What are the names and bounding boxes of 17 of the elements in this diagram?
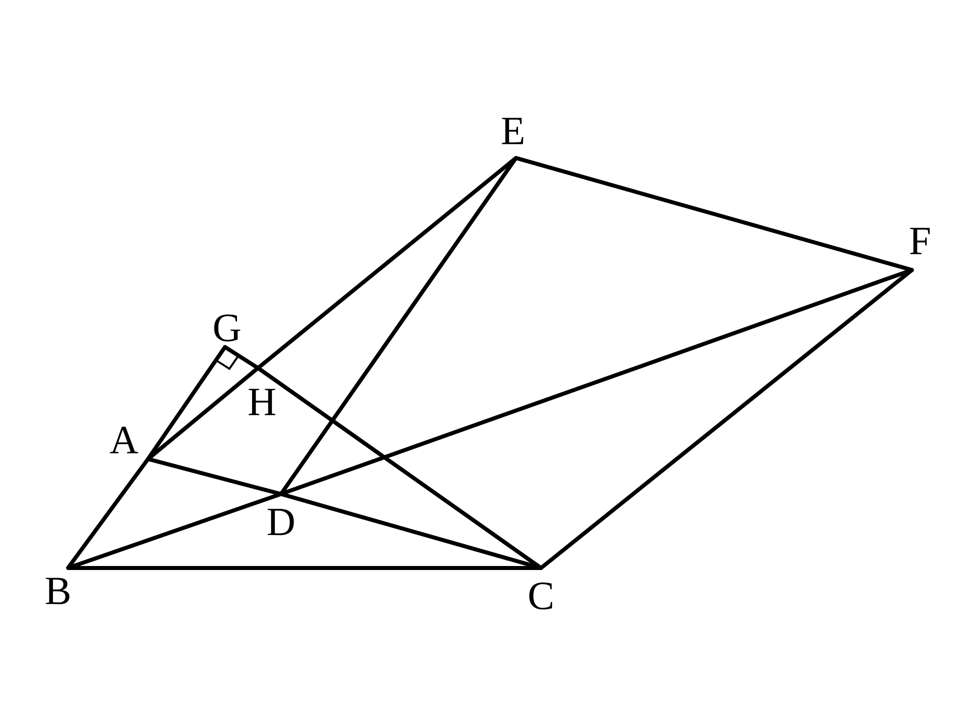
point-label: B xyxy=(46,578,70,604)
point-label: G xyxy=(214,314,240,342)
line-segment xyxy=(146,457,283,496)
point-label: D xyxy=(268,508,294,536)
point-label: C xyxy=(529,582,552,610)
line-segment xyxy=(539,268,914,570)
line-segment xyxy=(66,566,543,570)
line-segment xyxy=(66,492,283,570)
point-label: A xyxy=(110,426,138,454)
line-segment xyxy=(514,156,914,272)
line-segment xyxy=(146,345,227,461)
point-label: H xyxy=(248,388,276,416)
line-segment xyxy=(223,345,260,370)
point-label: E xyxy=(502,118,524,144)
point-label: F xyxy=(910,228,930,254)
line-segment xyxy=(146,366,260,461)
line-segment xyxy=(66,457,150,570)
